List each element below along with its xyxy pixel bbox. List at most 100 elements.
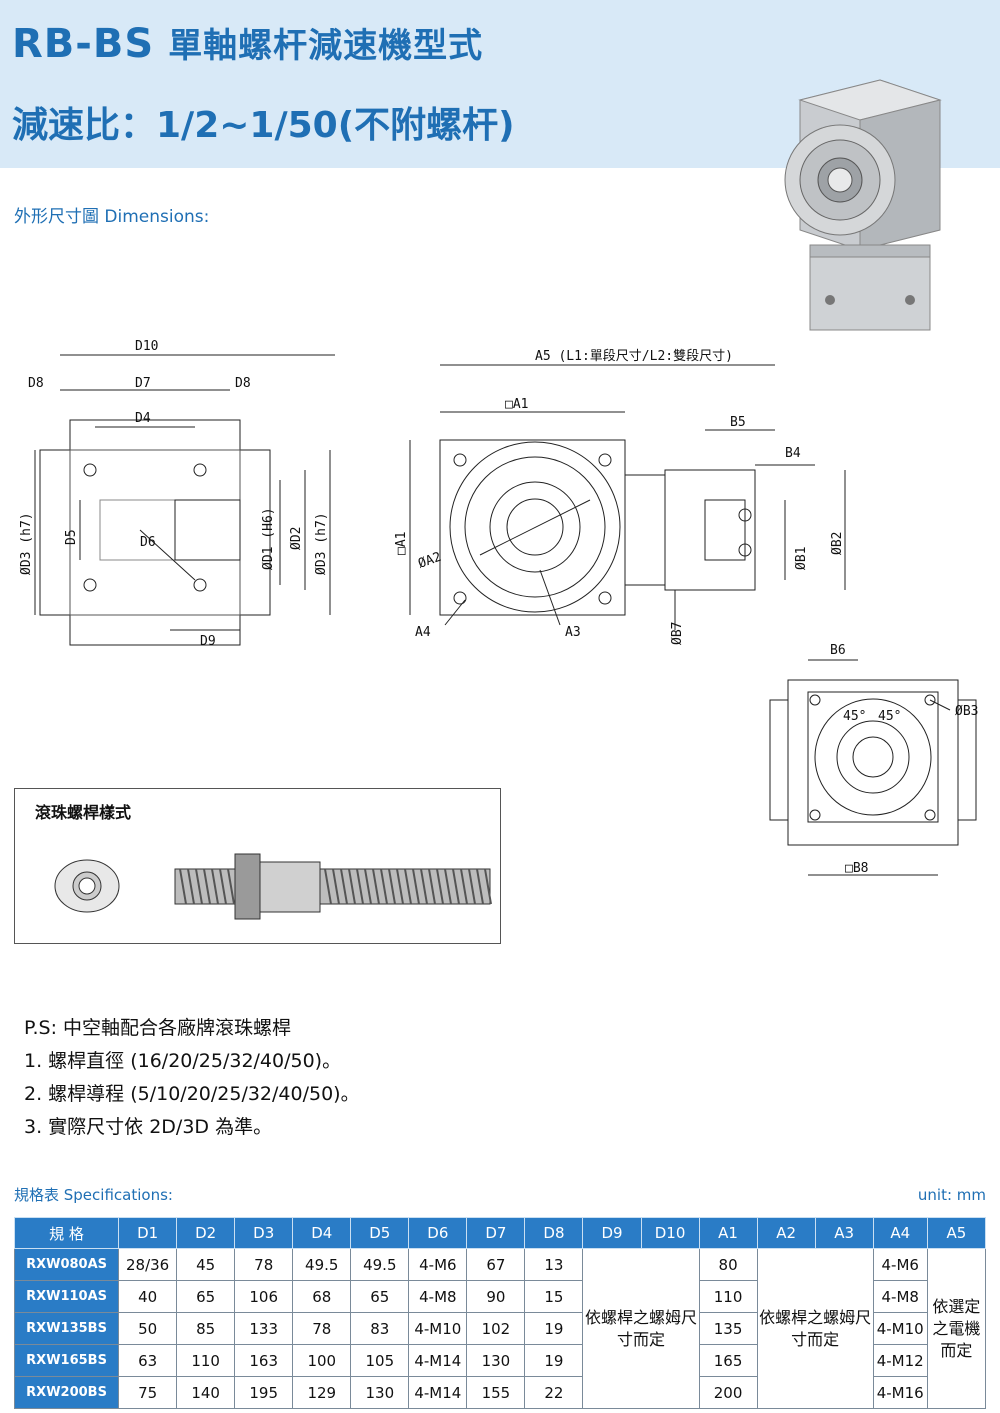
col-a1: A1 — [698, 1217, 758, 1249]
cell-d3: 133 — [234, 1312, 294, 1345]
cell-d6: 4-M14 — [408, 1376, 468, 1409]
col-d7: D7 — [466, 1217, 526, 1249]
col-a2: A2 — [756, 1217, 816, 1249]
col-model: 規 格 — [13, 1217, 120, 1249]
cell-d7: 155 — [466, 1376, 526, 1409]
label-a3: A3 — [565, 625, 581, 640]
col-a5: A5 — [926, 1217, 987, 1249]
cell-d3: 78 — [234, 1248, 294, 1281]
thread-line — [211, 868, 219, 905]
cell-d9-d10-note: 依螺桿之螺姆尺寸而定 — [582, 1248, 700, 1409]
cell-d5: 130 — [350, 1376, 410, 1409]
title-cn: 單軸螺杆減速機型式 — [168, 26, 484, 66]
cell-d3: 195 — [234, 1376, 294, 1409]
thread-line — [420, 868, 428, 905]
label-a1v: □A1 — [394, 532, 409, 555]
cell-d5: 49.5 — [350, 1248, 410, 1281]
thread-line — [348, 868, 356, 905]
thread-line — [195, 868, 203, 905]
cell-d7: 130 — [466, 1344, 526, 1377]
cell-a1: 110 — [698, 1280, 758, 1313]
product-image — [784, 79, 942, 331]
label-d2: ØD2 — [289, 527, 304, 550]
cell-d5: 65 — [350, 1280, 410, 1313]
thread-line — [468, 868, 476, 905]
cell-a4: 4-M12 — [872, 1344, 928, 1377]
label-d8: D8 — [28, 376, 44, 391]
spec-label: 規格表 Specifications: — [14, 1186, 173, 1204]
label-b3: ØB3 — [955, 704, 978, 719]
table-row: RXW165BS 63 110 163 100 105 4-M14 130 19… — [13, 1344, 986, 1377]
thread-line — [436, 868, 444, 905]
front-view-drawing: A5 (L1:單段尺寸/L2:雙段尺寸) □A1 B5 B4 A4 A3 ØA2… — [394, 349, 846, 645]
note-ps: P.S: 中空軸配合各廠牌滾珠螺桿 — [24, 1017, 292, 1039]
cell-d2: 45 — [176, 1248, 236, 1281]
thread-line — [332, 868, 340, 905]
cell-d8: 13 — [524, 1248, 584, 1281]
label-b6: B6 — [830, 643, 846, 658]
cell-d5: 83 — [350, 1312, 410, 1345]
cell-a1: 165 — [698, 1344, 758, 1377]
label-b2: ØB2 — [830, 532, 845, 555]
cell-d1: 28/36 — [118, 1248, 178, 1281]
label-d4: D4 — [135, 411, 151, 426]
cell-d1: 50 — [118, 1312, 178, 1345]
thread-line — [460, 868, 468, 905]
cell-d4: 78 — [292, 1312, 352, 1345]
spec-header-row: 規 格 D1 D2 D3 D4 D5 D6 D7 D8 D9 D10 A1 A2… — [13, 1217, 987, 1249]
thread-line — [452, 868, 460, 905]
cell-d8: 22 — [524, 1376, 584, 1409]
cell-d8: 19 — [524, 1312, 584, 1345]
cell-d4: 49.5 — [292, 1248, 352, 1281]
ratio-title: 減速比：1/2~1/50(不附螺杆) — [12, 105, 515, 146]
cell-d7: 90 — [466, 1280, 526, 1313]
label-b5: B5 — [730, 415, 746, 430]
col-d4: D4 — [292, 1217, 352, 1249]
dimensions-label: 外形尺寸圖 Dimensions: — [14, 207, 210, 227]
unit-label: unit: mm — [917, 1186, 986, 1204]
ball-screw-box: 滾珠螺桿樣式 — [14, 788, 501, 944]
cell-d1: 63 — [118, 1344, 178, 1377]
cell-d4: 68 — [292, 1280, 352, 1313]
thread-line — [187, 868, 195, 905]
label-45b: 45° — [878, 709, 901, 724]
label-d10: D10 — [135, 339, 158, 354]
table-row: RXW200BS 75 140 195 129 130 4-M14 155 22… — [13, 1376, 986, 1409]
thread-line — [428, 868, 436, 905]
cell-d2: 110 — [176, 1344, 236, 1377]
cell-a1: 200 — [698, 1376, 758, 1409]
label-b7: ØB7 — [670, 622, 685, 645]
cell-a1: 135 — [698, 1312, 758, 1345]
thread-line — [404, 868, 412, 905]
label-a1: □A1 — [505, 397, 528, 412]
notes: P.S: 中空軸配合各廠牌滾珠螺桿 1. 螺桿直徑 (16/20/25/32/4… — [24, 1012, 360, 1144]
label-d5: D5 — [64, 529, 79, 545]
label-a5: A5 (L1:單段尺寸/L2:雙段尺寸) — [535, 349, 733, 364]
cell-model: RXW110AS — [13, 1280, 120, 1313]
cell-d1: 40 — [118, 1280, 178, 1313]
label-b1: ØB1 — [794, 547, 809, 570]
cell-a4: 4-M10 — [872, 1312, 928, 1345]
col-d6: D6 — [408, 1217, 468, 1249]
thread-line — [340, 868, 348, 905]
cell-d7: 67 — [466, 1248, 526, 1281]
thread-line — [324, 868, 332, 905]
col-d5: D5 — [350, 1217, 410, 1249]
cell-d5: 105 — [350, 1344, 410, 1377]
label-d9: D9 — [200, 634, 216, 649]
label-d8b: D8 — [235, 376, 251, 391]
thread-line — [203, 868, 211, 905]
cell-d3: 163 — [234, 1344, 294, 1377]
cell-d1: 75 — [118, 1376, 178, 1409]
label-45a: 45° — [843, 709, 866, 724]
note-2: 2. 螺桿導程 (5/10/20/25/32/40/50)。 — [24, 1083, 360, 1105]
thread-line — [179, 868, 187, 905]
cell-a1: 80 — [698, 1248, 758, 1281]
thread-line — [380, 868, 388, 905]
cell-d2: 140 — [176, 1376, 236, 1409]
thread-line — [412, 868, 420, 905]
thread-line — [484, 868, 492, 905]
cell-model: RXW080AS — [13, 1248, 120, 1281]
col-d1: D1 — [118, 1217, 178, 1249]
